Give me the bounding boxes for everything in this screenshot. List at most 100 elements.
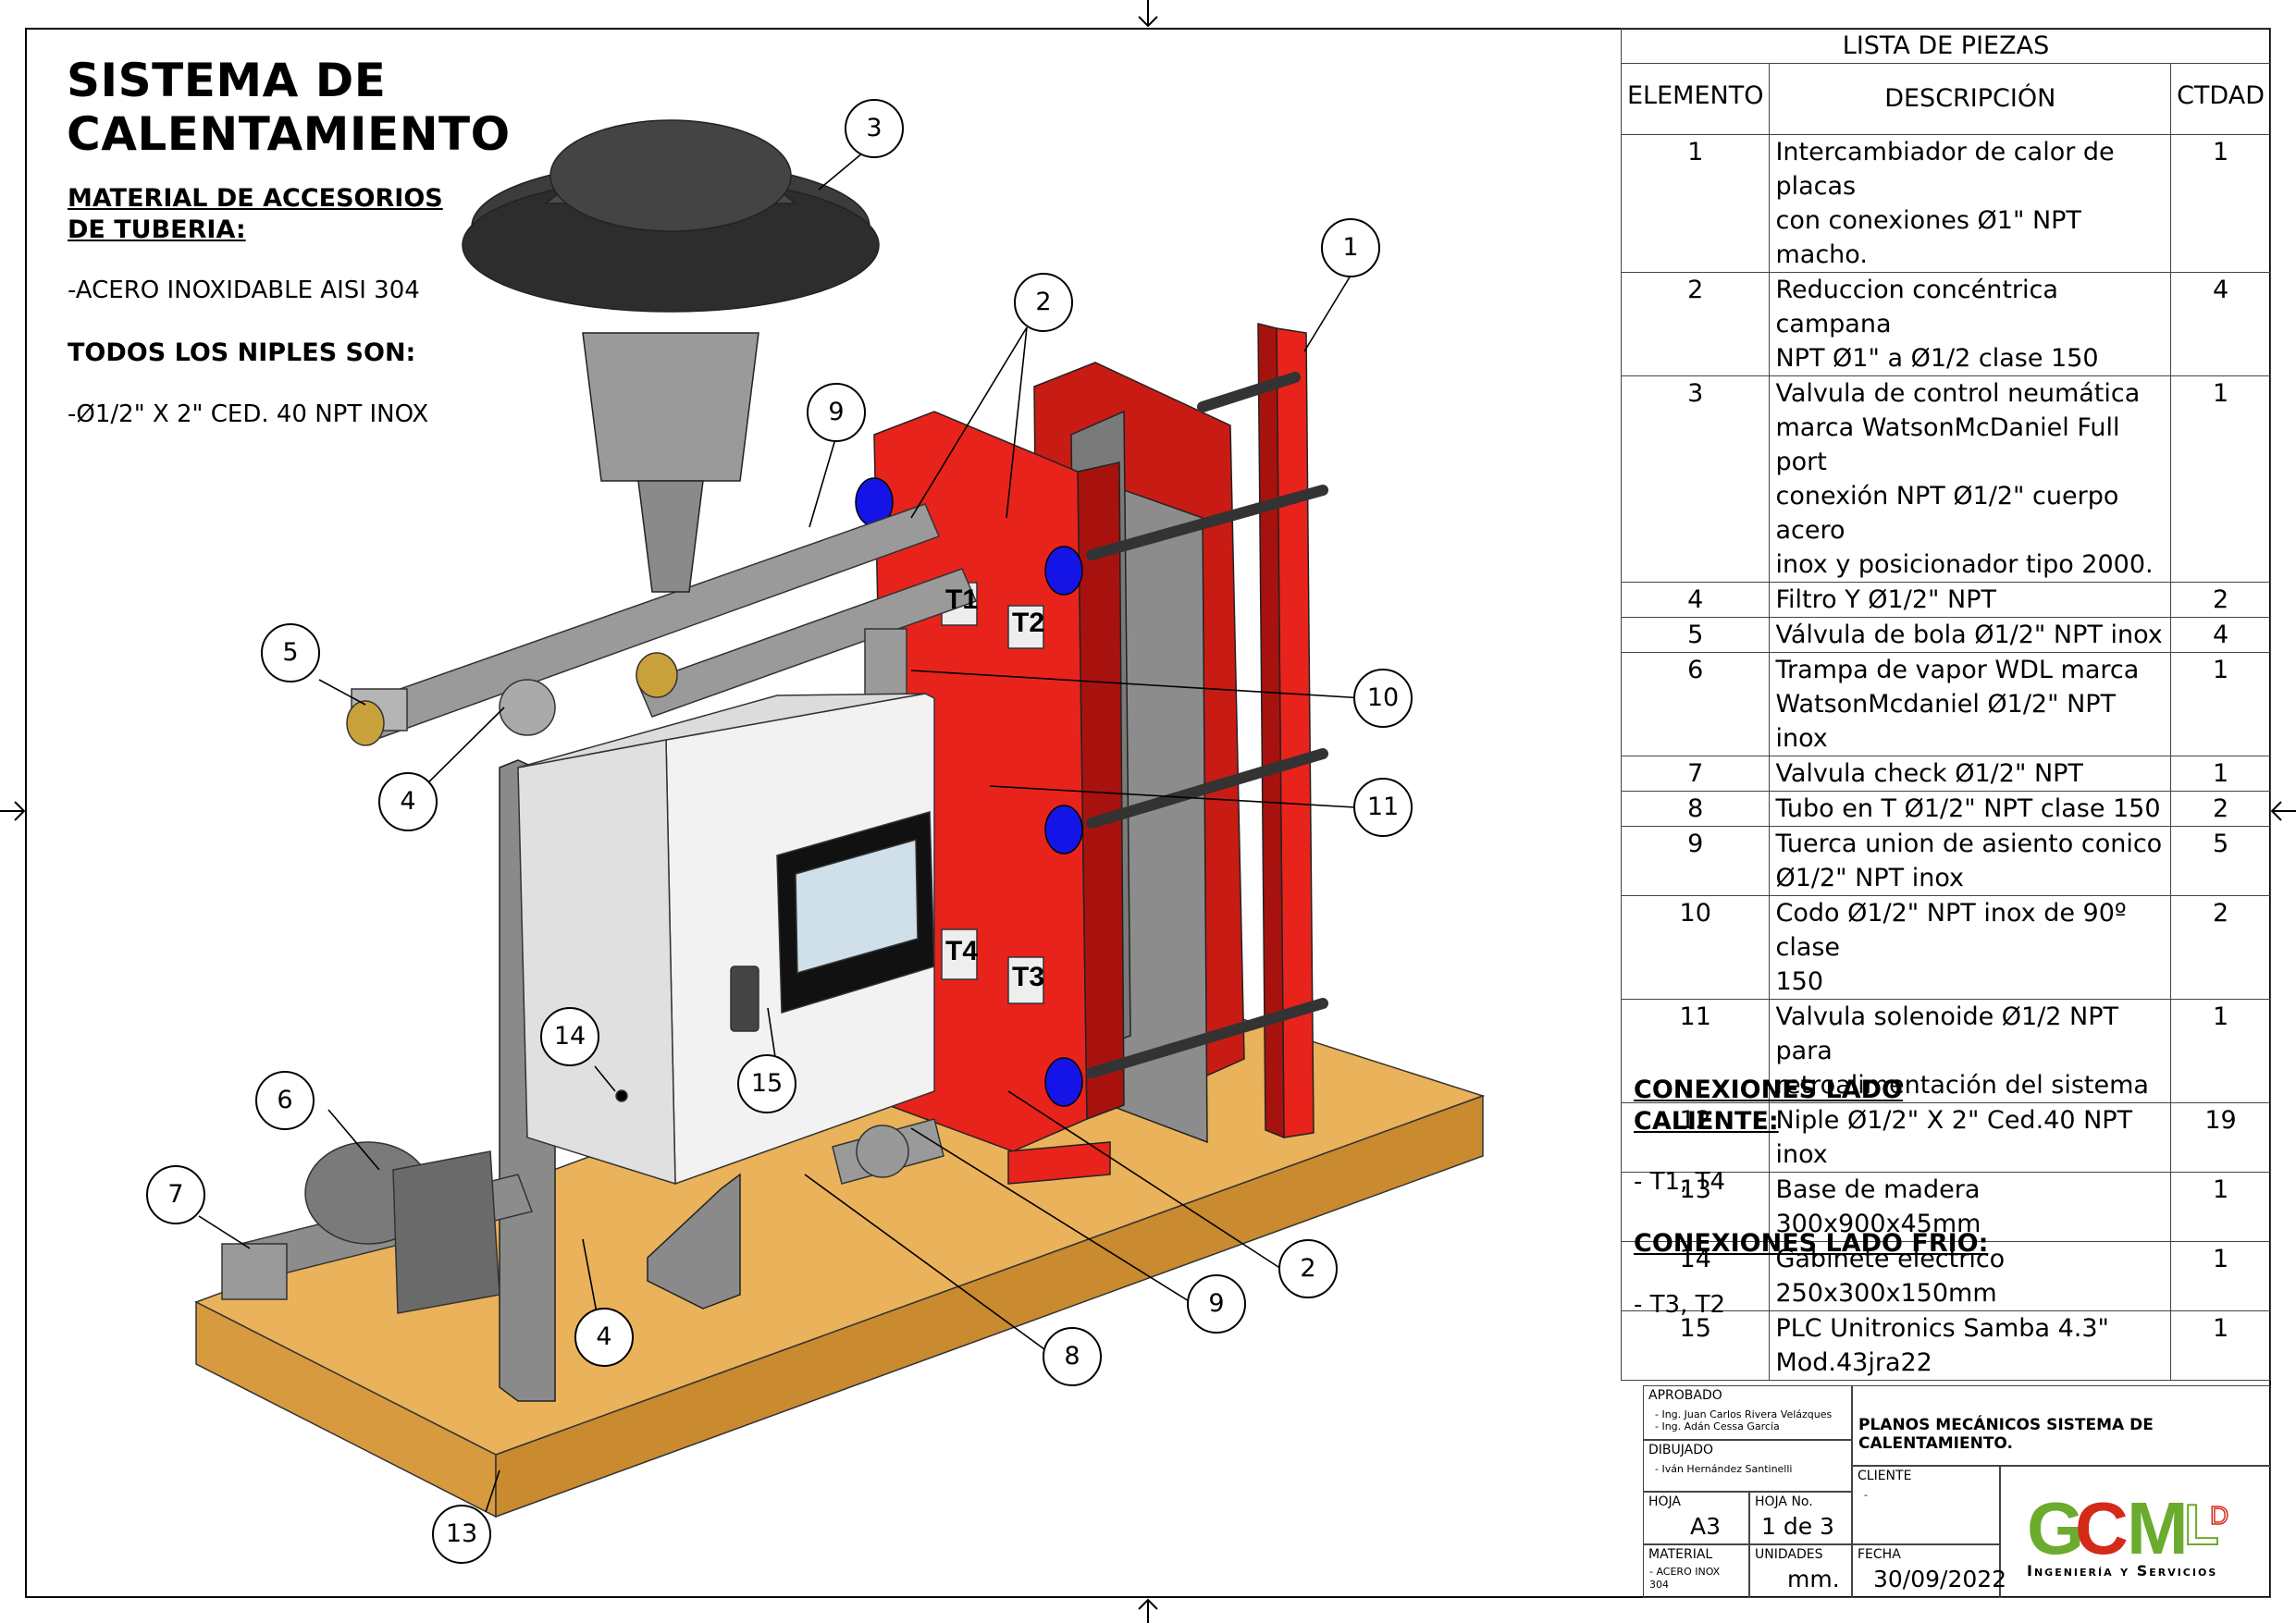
parts-element: 2: [1620, 272, 1771, 376]
parts-element: 1: [1620, 134, 1771, 273]
parts-list-table: LISTA DE PIEZAS ELEMENTO DESCRIPCIÓN CTD…: [1620, 28, 2271, 1381]
tank-label-t4: T4: [945, 936, 979, 966]
parts-description-line: Filtro Y Ø1/2" NPT: [1775, 585, 1996, 614]
svg-text:G: G: [2027, 1487, 2084, 1569]
material-cell: MATERIAL - ACERO INOX 304: [1643, 1544, 1749, 1598]
parts-description-line: Tuerca union de asiento conico: [1775, 830, 2163, 858]
approved-name-2: - Ing. Adán Cessa García: [1655, 1420, 1780, 1432]
parts-description-line: Codo Ø1/2" NPT inox de 90º clase: [1775, 899, 2127, 962]
client-cell: CLIENTE -: [1852, 1466, 2000, 1544]
date-value: 30/09/2022: [1873, 1566, 2007, 1592]
title-line-2: CALENTAMIENTO: [67, 107, 511, 161]
parts-description-line: Intercambiador de calor de placas: [1775, 138, 2115, 201]
parts-description-line: NPT Ø1" a Ø1/2 clase 150: [1775, 344, 2099, 373]
date-label: FECHA: [1858, 1547, 1901, 1562]
parts-element: 14: [1620, 1241, 1771, 1311]
parts-description-line: Tubo en T Ø1/2" NPT clase 150: [1775, 794, 2161, 823]
tank-label-t2: T2: [1012, 608, 1045, 638]
units-label: UNIDADES: [1755, 1547, 1823, 1562]
header-qty: CTDAD: [2170, 63, 2271, 135]
svg-text:C: C: [2075, 1487, 2129, 1569]
material-label: MATERIAL: [1648, 1547, 1713, 1562]
parts-element: 8: [1620, 791, 1771, 827]
sheet-no-cell: HOJA No. 1 de 3: [1749, 1492, 1852, 1544]
parts-element: 13: [1620, 1172, 1771, 1242]
header-description: DESCRIPCIÓN: [1769, 63, 2172, 135]
material-line-1: - ACERO INOX: [1649, 1566, 1721, 1578]
parts-qty: 2: [2170, 895, 2271, 1000]
cold-side-value: - T3, T2: [1634, 1291, 1726, 1319]
parts-description-line: inox y posicionador tipo 2000.: [1775, 550, 2154, 579]
parts-element: 4: [1620, 582, 1771, 618]
callout-balloon: 1: [1321, 218, 1380, 277]
callout-balloon: 2: [1278, 1239, 1338, 1298]
drawing-title: PLANOS MECÁNICOS SISTEMA DE CALENTAMIENT…: [1858, 1416, 2154, 1453]
callout-balloon: 4: [378, 772, 438, 831]
sheet-size-value: A3: [1690, 1513, 1722, 1540]
parts-description: Gabinete electrico 250x300x150mm: [1769, 1241, 2172, 1311]
parts-description-line: Gabinete electrico 250x300x150mm: [1775, 1245, 2006, 1308]
parts-description-line: Válvula de bola Ø1/2" NPT inox: [1775, 621, 2163, 649]
approved-cell: APROBADO - Ing. Juan Carlos Rivera Veláz…: [1643, 1385, 1852, 1440]
hot-side-heading-line-2: CALIENTE:: [1634, 1107, 1779, 1136]
parts-qty: 4: [2170, 617, 2271, 653]
parts-description-line: 150: [1775, 967, 1824, 996]
cold-side-heading: CONEXIONES LADO FRIO:: [1634, 1229, 1989, 1258]
callout-balloon: 5: [261, 623, 320, 682]
callout-balloon: 14: [540, 1007, 599, 1066]
units-value: mm.: [1787, 1566, 1840, 1592]
parts-qty: 5: [2170, 826, 2271, 896]
material-heading-line-2: DE TUBERIA:: [68, 215, 246, 244]
tank-label-t3: T3: [1012, 962, 1045, 992]
callout-balloon: 3: [845, 99, 904, 158]
parts-element: 15: [1620, 1310, 1771, 1381]
parts-qty: 4: [2170, 272, 2271, 376]
lower-piping: [221, 1118, 944, 1314]
parts-qty: 1: [2170, 652, 2271, 756]
parts-description: PLC Unitronics Samba 4.3"Mod.43jra22: [1769, 1310, 2172, 1381]
parts-description-line: conexión NPT Ø1/2" cuerpo acero: [1775, 482, 2119, 545]
drawn-name: - Iván Hernández Santinelli: [1655, 1463, 1793, 1475]
parts-description: Tubo en T Ø1/2" NPT clase 150: [1769, 791, 2172, 827]
callout-balloon: 8: [1043, 1327, 1102, 1386]
parts-description: Válvula de bola Ø1/2" NPT inox: [1769, 617, 2172, 653]
control-valve-actuator: [462, 119, 880, 593]
parts-list-title: LISTA DE PIEZAS: [1621, 28, 2271, 64]
callout-balloon: 13: [432, 1505, 491, 1564]
tank-label-t1: T1: [945, 584, 979, 615]
company-tagline: Ingeniería y Servicios: [2027, 1562, 2218, 1580]
parts-description: Valvula check Ø1/2" NPT: [1769, 756, 2172, 792]
parts-description-line: Niple Ø1/2" X 2" Ced.40 NPT inox: [1775, 1106, 2133, 1169]
callout-balloon: 6: [255, 1071, 315, 1130]
header-element: ELEMENTO: [1620, 63, 1771, 135]
parts-description-line: PLC Unitronics Samba 4.3": [1775, 1314, 2109, 1343]
client-value: -: [1864, 1489, 1868, 1501]
parts-description-line: WatsonMcdaniel Ø1/2" NPT inox: [1775, 690, 2117, 753]
parts-element: 12: [1620, 1102, 1771, 1173]
callout-balloon: 10: [1353, 669, 1413, 728]
approved-name-1: - Ing. Juan Carlos Rivera Velázques: [1655, 1408, 1833, 1420]
company-logo: G C M L D: [2027, 1487, 2229, 1569]
parts-qty: 1: [2170, 1241, 2271, 1311]
upper-piping: [346, 503, 978, 746]
parts-element: 3: [1620, 375, 1771, 583]
callout-balloon: 11: [1353, 778, 1413, 837]
hot-side-value: - T1, T4: [1634, 1168, 1726, 1196]
niples-value: -Ø1/2" X 2" CED. 40 NPT INOX: [68, 400, 429, 428]
parts-description-line: con conexiones Ø1" NPT macho.: [1775, 206, 2081, 269]
parts-element: 9: [1620, 826, 1771, 896]
